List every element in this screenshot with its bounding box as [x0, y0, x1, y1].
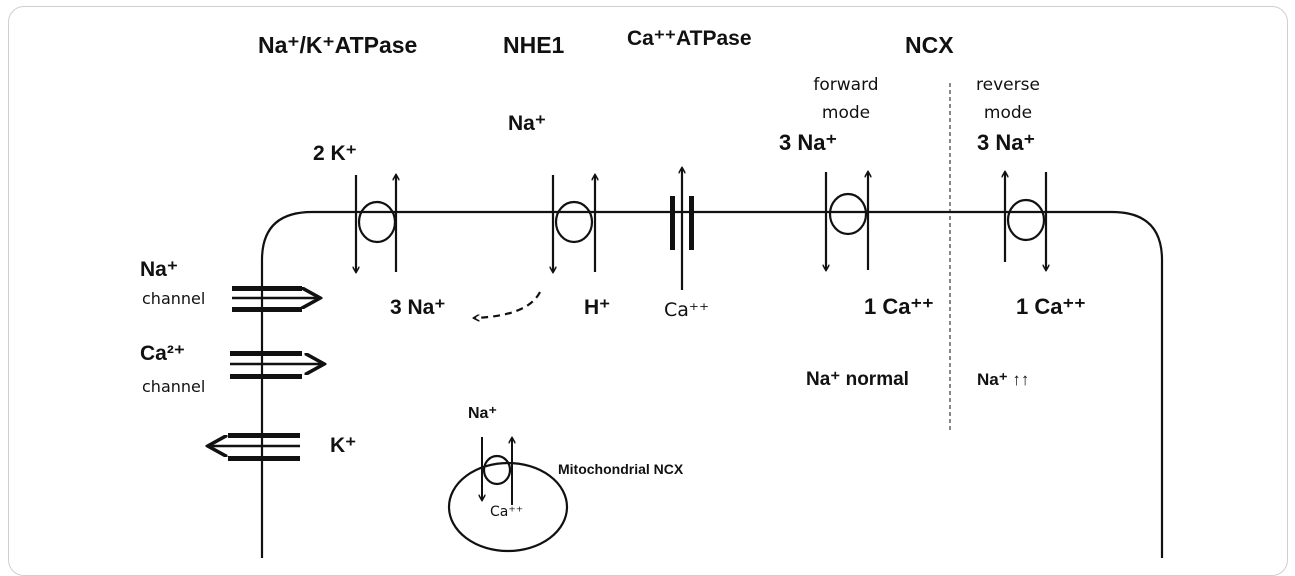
ncx-reverse-transporter — [1005, 172, 1046, 270]
nak-top-label: 2 K⁺ — [313, 142, 357, 165]
mitochondrion — [447, 437, 569, 553]
cell-membrane — [260, 210, 1164, 558]
na-channel — [232, 286, 318, 312]
nak-bottom-label: 3 Na⁺ — [390, 296, 445, 319]
k-channel-label: K⁺ — [330, 434, 356, 457]
mito-na-label: Na⁺ — [468, 405, 497, 422]
ncx-reverse-bottom-label: 1 Ca⁺⁺ — [1016, 294, 1086, 319]
ca-atpase-bottom-label: Ca⁺⁺ — [664, 299, 709, 321]
nak-atpase-transporter — [356, 175, 396, 272]
ncx-forward-transporter — [826, 172, 868, 270]
ca-atpase-title: Ca⁺⁺ATPase — [627, 27, 752, 50]
mito-ca-label: Ca⁺⁺ — [490, 504, 523, 520]
ncx-forward-top-label: 3 Na⁺ — [779, 130, 837, 155]
ncx-forward-bottom-label: 1 Ca⁺⁺ — [864, 294, 934, 319]
reverse-mode-label: reverse — [976, 75, 1040, 95]
figure-frame — [8, 6, 1288, 576]
ncx-reverse-top-label: 3 Na⁺ — [977, 130, 1035, 155]
ca-atpase-pump — [670, 168, 694, 290]
nhe1-top-label: Na⁺ — [508, 112, 546, 135]
nhe1-bottom-label: H⁺ — [584, 296, 610, 319]
nhe1-title: NHE1 — [503, 32, 565, 58]
forward-mode-label: forward — [813, 75, 878, 95]
na-high-label: Na⁺ ↑↑ — [977, 370, 1029, 389]
ion-transport-diagram: Na⁺/K⁺ATPase NHE1 Ca⁺⁺ATPase NCX forward… — [140, 27, 1164, 558]
nak-atpase-title: Na⁺/K⁺ATPase — [258, 32, 417, 58]
mitochondrial-ncx-label: Mitochondrial NCX — [558, 461, 684, 477]
ca-channel-label: Ca²⁺ — [140, 342, 185, 365]
ca-channel-label-2: channel — [142, 377, 205, 396]
na-channel-label: Na⁺ — [140, 258, 178, 281]
forward-mode-label-2: mode — [822, 103, 870, 123]
ca-channel — [230, 351, 322, 379]
reverse-mode-label-2: mode — [984, 103, 1032, 123]
k-channel — [210, 433, 300, 461]
na-channel-label-2: channel — [142, 289, 205, 308]
na-normal-label: Na⁺ normal — [806, 369, 909, 390]
nhe1-transporter — [474, 175, 595, 318]
ncx-title: NCX — [905, 32, 954, 58]
